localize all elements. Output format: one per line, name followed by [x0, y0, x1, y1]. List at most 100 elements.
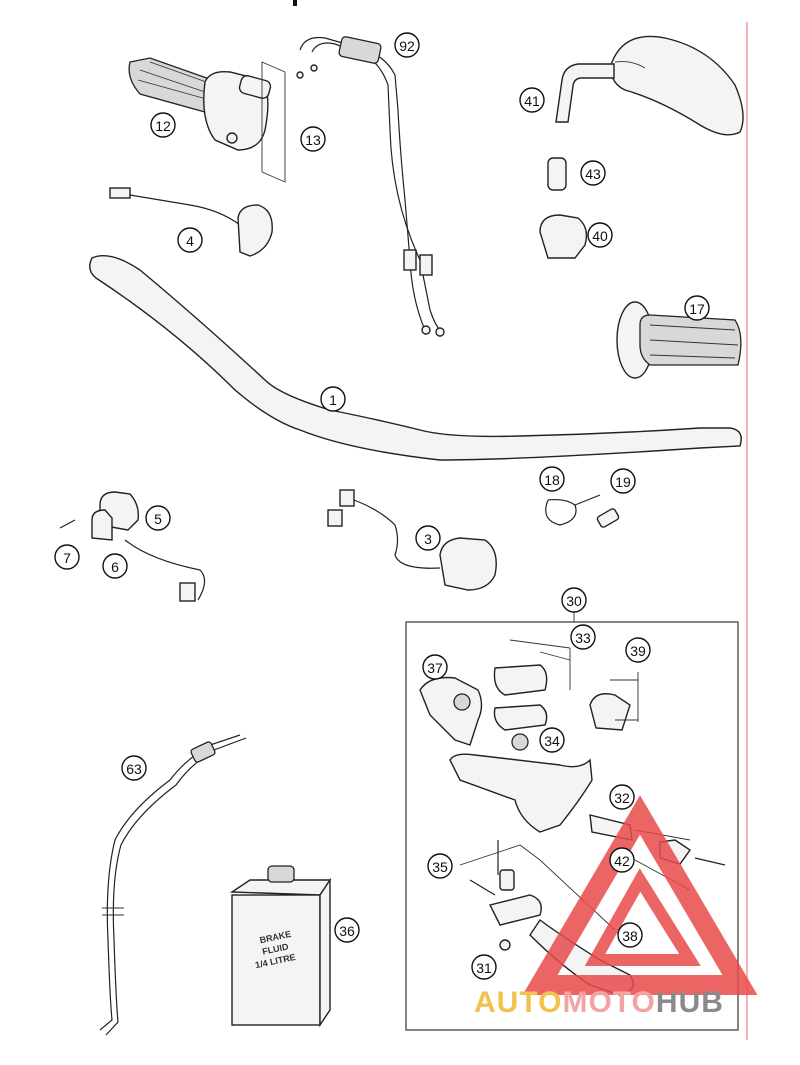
callout-number: 13 — [305, 132, 321, 148]
automotohub-watermark — [522, 795, 758, 995]
callout-number: 41 — [524, 93, 540, 109]
callout-37: 37 — [422, 654, 448, 680]
callout-number: 12 — [155, 118, 171, 134]
callout-92: 92 — [394, 32, 420, 58]
callout-number: 31 — [476, 960, 492, 976]
callout-number: 39 — [630, 643, 646, 659]
callout-circle — [415, 525, 441, 551]
callout-circle — [587, 222, 613, 248]
callout-18: 18 — [539, 466, 565, 492]
callout-19: 19 — [610, 468, 636, 494]
callout-circle — [121, 755, 147, 781]
part-13-bracket — [261, 61, 286, 183]
callout-number: 1 — [329, 392, 337, 408]
callout-39: 39 — [625, 637, 651, 663]
callout-40: 40 — [587, 222, 613, 248]
callout-number: 4 — [186, 233, 194, 249]
callout-circle — [539, 727, 565, 753]
callout-number: 3 — [424, 531, 432, 547]
callout-circle — [334, 917, 360, 943]
callout-3: 3 — [415, 525, 441, 551]
callout-5: 5 — [145, 505, 171, 531]
callout-circle — [609, 847, 635, 873]
callout-number: 17 — [689, 301, 705, 317]
clutch-cable-part — [99, 734, 247, 1036]
callout-number: 19 — [615, 474, 631, 490]
callout-number: 37 — [427, 660, 443, 676]
callout-circle — [320, 386, 346, 412]
callout-circle — [684, 295, 710, 321]
callout-34: 34 — [539, 727, 565, 753]
callout-circle — [561, 587, 587, 613]
callout-12: 12 — [150, 112, 176, 138]
callout-number: 5 — [154, 511, 162, 527]
callout-number: 43 — [585, 166, 601, 182]
callout-36: 36 — [334, 917, 360, 943]
callout-number: 6 — [111, 559, 119, 575]
callout-circle — [617, 922, 643, 948]
callout-number: 18 — [544, 472, 560, 488]
kill-switch-part — [109, 187, 273, 257]
callout-circle — [519, 87, 545, 113]
screw-7-part — [59, 519, 76, 529]
master-cylinder-parts — [419, 664, 726, 996]
callout-circle — [150, 112, 176, 138]
callout-30: 30 — [561, 587, 587, 613]
callout-31: 31 — [471, 954, 497, 980]
handlebar-switch-part — [327, 489, 497, 591]
callout-number: 40 — [592, 228, 608, 244]
part-35-38-leaders — [459, 844, 616, 931]
callout-42: 42 — [609, 847, 635, 873]
callout-circle — [609, 784, 635, 810]
callout-number: 30 — [566, 593, 582, 609]
mirror-adapter-part — [547, 157, 567, 191]
callout-4: 4 — [177, 227, 203, 253]
callout-1: 1 — [320, 386, 346, 412]
left-grip-part — [616, 301, 742, 379]
callout-circle — [102, 553, 128, 579]
callout-33: 33 — [570, 624, 596, 650]
callout-circle — [625, 637, 651, 663]
part-33-leaders — [509, 639, 571, 690]
callout-number: 7 — [63, 550, 71, 566]
callout-17: 17 — [684, 295, 710, 321]
master-cylinder-group-box — [405, 621, 739, 1031]
callout-circle — [177, 227, 203, 253]
callout-13: 13 — [300, 126, 326, 152]
watermark-text-hub: HUB — [656, 986, 724, 1019]
mirror-clamp-part — [539, 214, 588, 259]
callout-number: 32 — [614, 790, 630, 806]
clipped-header-fragment — [293, 0, 297, 6]
watermark-text: AUTOMOTOHUB — [474, 986, 724, 1019]
callout-number: 38 — [622, 928, 638, 944]
callout-number: 34 — [544, 733, 560, 749]
handlebar-part — [89, 255, 742, 461]
callout-circle — [394, 32, 420, 58]
callout-circle — [580, 160, 606, 186]
cable-tie-part — [545, 494, 601, 526]
callout-number: 33 — [575, 630, 591, 646]
callout-circle — [145, 505, 171, 531]
sleeve-part — [596, 508, 620, 528]
callout-63: 63 — [121, 755, 147, 781]
part-39-leaders — [610, 672, 639, 722]
callout-43: 43 — [580, 160, 606, 186]
callout-number: 42 — [614, 853, 630, 869]
throttle-grip-part — [128, 57, 272, 151]
callout-circle — [54, 544, 80, 570]
callout-circle — [300, 126, 326, 152]
callout-number: 36 — [339, 923, 355, 939]
callout-circle — [610, 468, 636, 494]
brake-fluid-bottle-part — [229, 865, 332, 1028]
throttle-cables-part — [296, 36, 445, 337]
callout-41: 41 — [519, 87, 545, 113]
callout-circle — [471, 954, 497, 980]
watermark-text-moto: MOTO — [562, 986, 655, 1019]
callout-32: 32 — [609, 784, 635, 810]
callout-circle — [539, 466, 565, 492]
callout-circle — [422, 654, 448, 680]
watermark-text-auto: AUTO — [474, 986, 562, 1019]
callout-7: 7 — [54, 544, 80, 570]
